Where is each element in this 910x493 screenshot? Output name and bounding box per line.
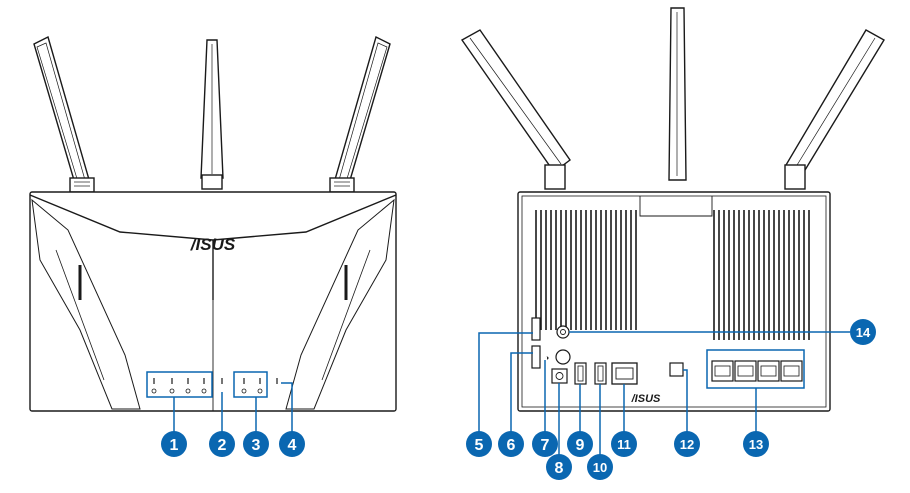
callout-5: 5 — [466, 431, 492, 457]
callout-2: 2 — [209, 431, 235, 457]
svg-text:2: 2 — [218, 437, 227, 454]
dc-in-port — [551, 368, 568, 384]
back-left-antenna — [460, 29, 571, 213]
svg-text:13: 13 — [749, 437, 763, 452]
callout-14: 14 — [850, 319, 876, 345]
back-vent-left — [535, 210, 637, 330]
back-right-antenna — [784, 29, 885, 213]
front-leader-lines — [173, 382, 293, 432]
callout-7: 7 — [532, 431, 558, 457]
wps-button — [556, 325, 570, 339]
callout-12: 12 — [674, 431, 700, 457]
callout-1: 1 — [161, 431, 187, 457]
back-center-antenna — [663, 7, 687, 216]
callout-11: 11 — [611, 431, 637, 457]
svg-text:4: 4 — [288, 437, 297, 454]
svg-text:11: 11 — [617, 437, 631, 452]
callout-13: 13 — [743, 431, 769, 457]
svg-text:◑: ◑ — [545, 355, 549, 362]
svg-text:12: 12 — [680, 437, 694, 452]
lan-ports — [711, 360, 803, 382]
callout-3: 3 — [243, 431, 269, 457]
callout-6: 6 — [498, 431, 524, 457]
reset-button — [669, 362, 684, 377]
callout-8: 8 — [546, 454, 572, 480]
svg-text:7: 7 — [541, 437, 550, 454]
svg-text:14: 14 — [856, 325, 871, 340]
front-asus-logo: /ISUS — [190, 235, 236, 254]
svg-text:8: 8 — [555, 460, 564, 477]
svg-text:1: 1 — [170, 437, 179, 454]
led-group-box-1 — [146, 371, 213, 398]
led-group-box-3 — [233, 371, 268, 398]
svg-text:9: 9 — [576, 437, 585, 454]
router-back-view: ◑ — [460, 7, 885, 412]
front-body — [29, 191, 397, 412]
callout-10: 10 — [587, 454, 613, 480]
back-leader-lines — [478, 331, 850, 455]
wifi-switch — [531, 317, 541, 341]
svg-text:5: 5 — [475, 437, 484, 454]
callouts: 1 2 3 4 5 6 7 8 — [161, 319, 876, 480]
callout-4: 4 — [279, 431, 305, 457]
svg-text:3: 3 — [252, 437, 261, 454]
front-center-antenna — [200, 39, 224, 190]
callout-9: 9 — [567, 431, 593, 457]
svg-text:10: 10 — [593, 460, 607, 475]
back-asus-logo: /ISUS — [631, 393, 661, 405]
front-right-antenna — [329, 35, 391, 193]
front-led-indicators — [151, 378, 278, 394]
svg-text:6: 6 — [507, 437, 516, 454]
front-left-antenna — [33, 35, 95, 193]
reset-switch — [531, 345, 541, 369]
back-vent-right — [713, 210, 810, 340]
power-button — [555, 349, 571, 365]
router-front-view — [29, 35, 397, 412]
